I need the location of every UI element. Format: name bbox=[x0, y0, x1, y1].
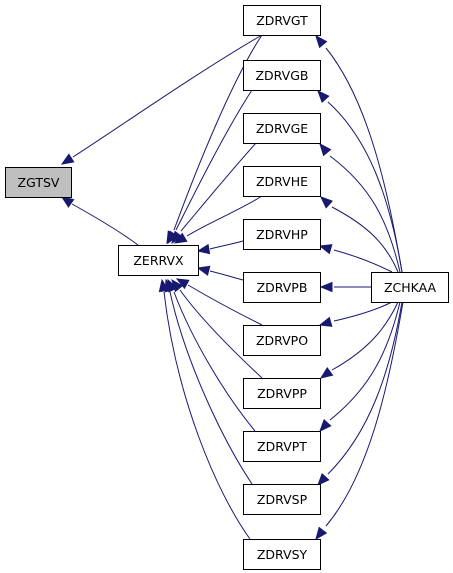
node-box-zdrvgb bbox=[243, 60, 321, 91]
edge-zdrvge-to-zerrvx bbox=[180, 142, 257, 232]
node-label-zdrvgt: ZDRVGT bbox=[256, 13, 308, 28]
node-label-zdrvpo: ZDRVPO bbox=[256, 333, 308, 348]
edge-zdrvsy-to-zerrvx-arrowhead bbox=[158, 278, 170, 293]
edge-zchkaa-to-zdrvgb-arrowhead bbox=[317, 90, 330, 104]
node-box-zdrvhe bbox=[243, 166, 321, 197]
node-zdrvhe[interactable]: ZDRVHE bbox=[243, 166, 321, 197]
edge-zdrvhe-to-zerrvx-arrowhead bbox=[173, 232, 188, 244]
node-zdrvsp[interactable]: ZDRVSP bbox=[243, 484, 321, 515]
edge-zerrvx-to-zgtsv-arrowhead bbox=[60, 196, 75, 208]
node-label-zdrvpb: ZDRVPB bbox=[257, 280, 308, 295]
edge-zdrvgt-to-zgtsv bbox=[72, 34, 263, 158]
node-box-zdrvpp bbox=[243, 378, 321, 409]
node-label-zgtsv: ZGTSV bbox=[18, 175, 60, 190]
node-label-zdrvge: ZDRVGE bbox=[256, 121, 308, 136]
edge-zdrvhe-to-zerrvx bbox=[186, 195, 263, 237]
edge-zchkaa-to-zdrvhp bbox=[333, 249, 393, 273]
edge-zchkaa-to-zdrvpp bbox=[331, 301, 399, 371]
node-label-zdrvpt: ZDRVPT bbox=[257, 439, 307, 454]
edge-zchkaa-to-zdrvpp-arrowhead bbox=[319, 366, 334, 379]
edge-zchkaa-to-zdrvpt-arrowhead bbox=[319, 418, 332, 432]
edge-zchkaa-to-zdrvgb bbox=[327, 101, 403, 273]
node-zerrvx[interactable]: ZERRVX bbox=[118, 245, 199, 276]
node-label-zchkaa: ZCHKAA bbox=[384, 280, 437, 295]
node-box-zdrvpo bbox=[243, 325, 321, 356]
node-zdrvge[interactable]: ZDRVGE bbox=[243, 113, 321, 144]
node-zchkaa[interactable]: ZCHKAA bbox=[371, 272, 449, 303]
edge-zdrvpb-to-zerrvx-arrowhead bbox=[196, 265, 211, 276]
node-zdrvhp[interactable]: ZDRVHP bbox=[243, 219, 321, 250]
edge-zchkaa-to-zdrvge-arrowhead bbox=[319, 142, 332, 157]
node-box-zdrvhp bbox=[243, 219, 321, 250]
node-box-zdrvsy bbox=[243, 539, 321, 570]
edge-zdrvsp-to-zerrvx bbox=[169, 291, 253, 485]
nodes-layer: ZGTSV ZERRVX ZDRVGT ZDRVGB ZDRVGE ZDRVHE ZDRVH… bbox=[5, 5, 449, 570]
edge-zchkaa-to-zdrvpo-arrowhead bbox=[318, 316, 333, 327]
edge-zdrvpb-to-zerrvx bbox=[209, 270, 244, 281]
node-zgtsv[interactable]: ZGTSV bbox=[5, 167, 72, 198]
node-box-zdrvge bbox=[243, 113, 321, 144]
edge-zdrvpo-to-zerrvx bbox=[187, 284, 263, 326]
edge-zdrvgt-to-zgtsv-arrowhead bbox=[60, 153, 75, 165]
node-label-zdrvsp: ZDRVSP bbox=[257, 492, 308, 507]
node-zdrvsy[interactable]: ZDRVSY bbox=[243, 539, 321, 570]
edge-zchkaa-to-zdrvsp bbox=[327, 301, 403, 475]
node-zdrvgb[interactable]: ZDRVGB bbox=[243, 60, 321, 91]
edge-zchkaa-to-zdrvpt bbox=[329, 301, 401, 421]
edge-zdrvsy-to-zerrvx bbox=[163, 291, 251, 540]
node-box-zdrvpt bbox=[243, 431, 321, 462]
edge-zchkaa-to-zdrvsy-arrowhead bbox=[315, 526, 328, 541]
edge-zchkaa-to-zdrvpo bbox=[333, 301, 393, 322]
node-label-zdrvgb: ZDRVGB bbox=[255, 68, 308, 83]
node-zdrvpb[interactable]: ZDRVPB bbox=[243, 272, 321, 303]
node-zdrvgt[interactable]: ZDRVGT bbox=[243, 5, 321, 36]
node-zdrvpt[interactable]: ZDRVPT bbox=[243, 431, 321, 462]
node-box-zchkaa bbox=[371, 272, 449, 303]
node-zdrvpo[interactable]: ZDRVPO bbox=[243, 325, 321, 356]
edge-zchkaa-to-zdrvge bbox=[329, 155, 401, 273]
edge-zdrvpt-to-zerrvx bbox=[173, 291, 256, 432]
edge-zdrvhp-to-zerrvx bbox=[209, 240, 244, 250]
node-label-zdrvpp: ZDRVPP bbox=[257, 386, 307, 401]
node-box-zgtsv bbox=[5, 167, 72, 198]
node-label-zdrvsy: ZDRVSY bbox=[257, 547, 308, 562]
edge-zdrvgt-to-zerrvx bbox=[173, 34, 263, 231]
edge-zchkaa-to-zdrvhp-arrowhead bbox=[318, 244, 333, 255]
node-label-zdrvhp: ZDRVHP bbox=[256, 227, 308, 242]
edge-zdrvhp-to-zerrvx-arrowhead bbox=[196, 243, 211, 255]
edge-zchkaa-to-zdrvhe bbox=[331, 206, 399, 273]
edge-zdrvpo-to-zerrvx-arrowhead bbox=[175, 278, 190, 290]
edge-zchkaa-to-zdrvhe-arrowhead bbox=[320, 196, 334, 209]
node-box-zdrvsp bbox=[243, 484, 321, 515]
node-box-zdrvpb bbox=[243, 272, 321, 303]
edge-zchkaa-to-zdrvsy bbox=[325, 301, 404, 527]
edge-zchkaa-to-zdrvsp-arrowhead bbox=[317, 472, 330, 486]
edge-zerrvx-to-zgtsv bbox=[71, 203, 139, 246]
edges-layer bbox=[60, 34, 404, 541]
edge-zdrvpp-to-zerrvx bbox=[179, 289, 263, 379]
edge-zchkaa-to-zdrvpb-arrowhead bbox=[319, 281, 333, 293]
node-label-zdrvhe: ZDRVHE bbox=[256, 174, 308, 189]
node-zdrvpp[interactable]: ZDRVPP bbox=[243, 378, 321, 409]
edge-zdrvgb-to-zerrvx bbox=[175, 89, 253, 231]
node-box-zerrvx bbox=[118, 245, 199, 276]
node-label-zerrvx: ZERRVX bbox=[133, 253, 184, 268]
edge-zchkaa-to-zdrvgt-arrowhead bbox=[315, 34, 328, 49]
node-box-zdrvgt bbox=[243, 5, 321, 36]
